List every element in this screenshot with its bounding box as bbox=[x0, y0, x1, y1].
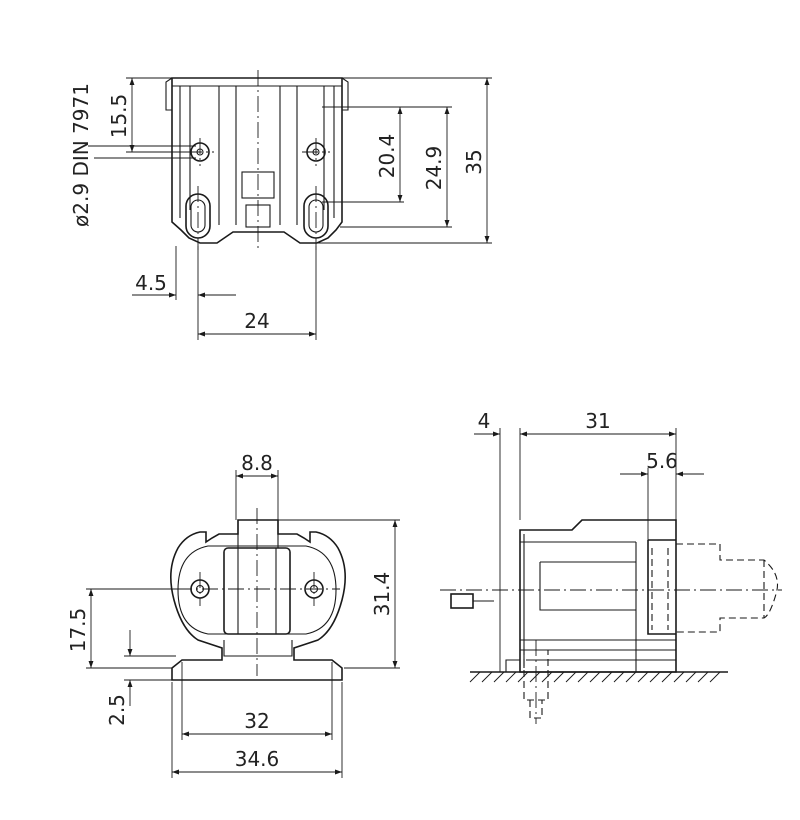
dim-20-4-label: 20.4 bbox=[375, 134, 399, 179]
top-view-ears bbox=[165, 77, 349, 111]
dim-34-6-label: 34.6 bbox=[235, 747, 280, 771]
dim-15-5-label: 15.5 bbox=[107, 94, 131, 139]
top-view-outline bbox=[171, 77, 343, 244]
dim-2-5-label: 2.5 bbox=[105, 694, 129, 726]
dim-24-9-label: 24.9 bbox=[422, 146, 446, 191]
top-view-latch bbox=[241, 171, 275, 199]
dim-35-label: 35 bbox=[462, 149, 486, 174]
dim-4-5-label: 4.5 bbox=[135, 271, 167, 295]
dim-5-6-label: 5.6 bbox=[646, 449, 678, 473]
dim-32-label: 32 bbox=[244, 709, 269, 733]
dim-31-label: 31 bbox=[585, 409, 610, 433]
dim-24-label: 24 bbox=[244, 309, 269, 333]
dim-31-4-label: 31.4 bbox=[370, 572, 394, 617]
dim-4-label: 4 bbox=[478, 409, 491, 433]
side-view-body bbox=[519, 519, 677, 673]
front-view-outline bbox=[170, 519, 346, 681]
wire-stub bbox=[450, 593, 474, 609]
hole-spec-label: ø2.9 DIN 7971 bbox=[69, 83, 93, 227]
top-view: 15.5 ø2.9 DIN 7971 20.4 24.9 35 4.5 24 bbox=[69, 70, 492, 340]
side-view: 4 31 5.6 bbox=[440, 409, 782, 724]
lamp-outline bbox=[676, 543, 779, 633]
dim-8-8-label: 8.8 bbox=[241, 451, 273, 475]
front-view: 8.8 31.4 17.5 2.5 32 34.6 bbox=[66, 451, 400, 778]
dim-17-5-label: 17.5 bbox=[66, 608, 90, 653]
